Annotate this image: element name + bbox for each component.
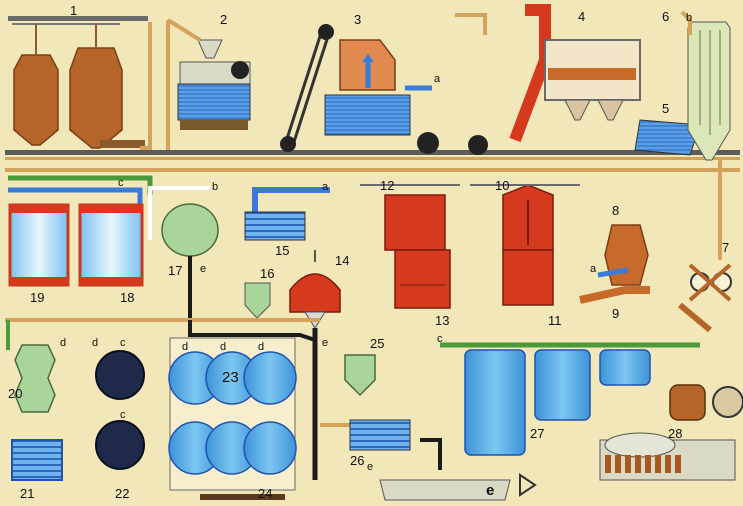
label-24: 24	[258, 486, 272, 501]
label-22: 22	[115, 486, 129, 501]
kieselguhr-filter	[15, 345, 55, 412]
letter-a-grist: a	[590, 263, 597, 275]
letter-c-mid: c	[118, 177, 124, 189]
label-21: 21	[20, 486, 34, 501]
label-11: 11	[548, 313, 562, 328]
letter-e-mid: e	[200, 263, 206, 275]
letter-c-4: c	[437, 333, 443, 345]
label-28: 28	[668, 426, 682, 441]
plate-cooler	[245, 212, 305, 240]
label-20: 20	[8, 386, 22, 401]
letter-d-5: d	[60, 337, 66, 349]
mash-conveyor-and-tun	[280, 24, 439, 154]
top-floor-line	[5, 150, 740, 160]
letter-e-2: e	[322, 337, 328, 349]
hop-separator	[245, 283, 270, 318]
mill-rollers	[680, 265, 731, 330]
label-1: 1	[70, 3, 77, 18]
label-3: 3	[354, 12, 361, 27]
label-14: 14	[335, 253, 349, 268]
malt-silos	[8, 16, 150, 148]
letter-c-3: c	[120, 409, 126, 421]
letter-b-top: b	[686, 12, 692, 24]
label-10: 10	[495, 178, 509, 193]
label-8: 8	[612, 203, 619, 218]
label-6: 6	[662, 9, 669, 24]
label-18: 18	[120, 290, 134, 305]
label-13: 13	[435, 313, 449, 328]
label-27: 27	[530, 426, 544, 441]
drain-tray	[380, 475, 535, 500]
lauter-tun	[360, 185, 460, 308]
cooling-cabinets	[10, 205, 142, 285]
malt-mill	[168, 20, 250, 150]
label-26: 26	[350, 453, 364, 468]
label-19: 19	[30, 290, 44, 305]
label-7: 7	[722, 240, 729, 255]
pasteurizer	[350, 420, 410, 450]
letter-d-4: d	[258, 341, 264, 353]
letter-a-mid: a	[322, 181, 329, 193]
label-16: 16	[260, 266, 274, 281]
whirlpool-vessel	[162, 204, 218, 320]
letter-a-mash: a	[434, 73, 441, 85]
label-2: 2	[220, 12, 227, 27]
label-4: 4	[578, 9, 585, 24]
label-15: 15	[275, 243, 289, 258]
label-12: 12	[380, 178, 394, 193]
letter-e-3: e	[367, 461, 373, 473]
label-17: 17	[168, 263, 182, 278]
label-23: 23	[222, 369, 239, 386]
letter-b-mid: b	[212, 181, 218, 193]
boiler-furnace	[455, 10, 640, 155]
letter-e-4: e	[486, 482, 494, 499]
letter-d-1: d	[92, 337, 98, 349]
mash-kettle	[470, 185, 580, 305]
label-5: 5	[662, 101, 669, 116]
letter-d-2: d	[182, 341, 188, 353]
label-9: 9	[612, 306, 619, 321]
letter-c-2: c	[120, 337, 126, 349]
wort-kettle	[290, 250, 340, 328]
filter-tank	[345, 355, 375, 395]
letter-d-3: d	[220, 341, 226, 353]
label-25: 25	[370, 336, 384, 351]
lagering-tanks	[169, 338, 296, 500]
beer-cooler-coil	[12, 440, 62, 480]
